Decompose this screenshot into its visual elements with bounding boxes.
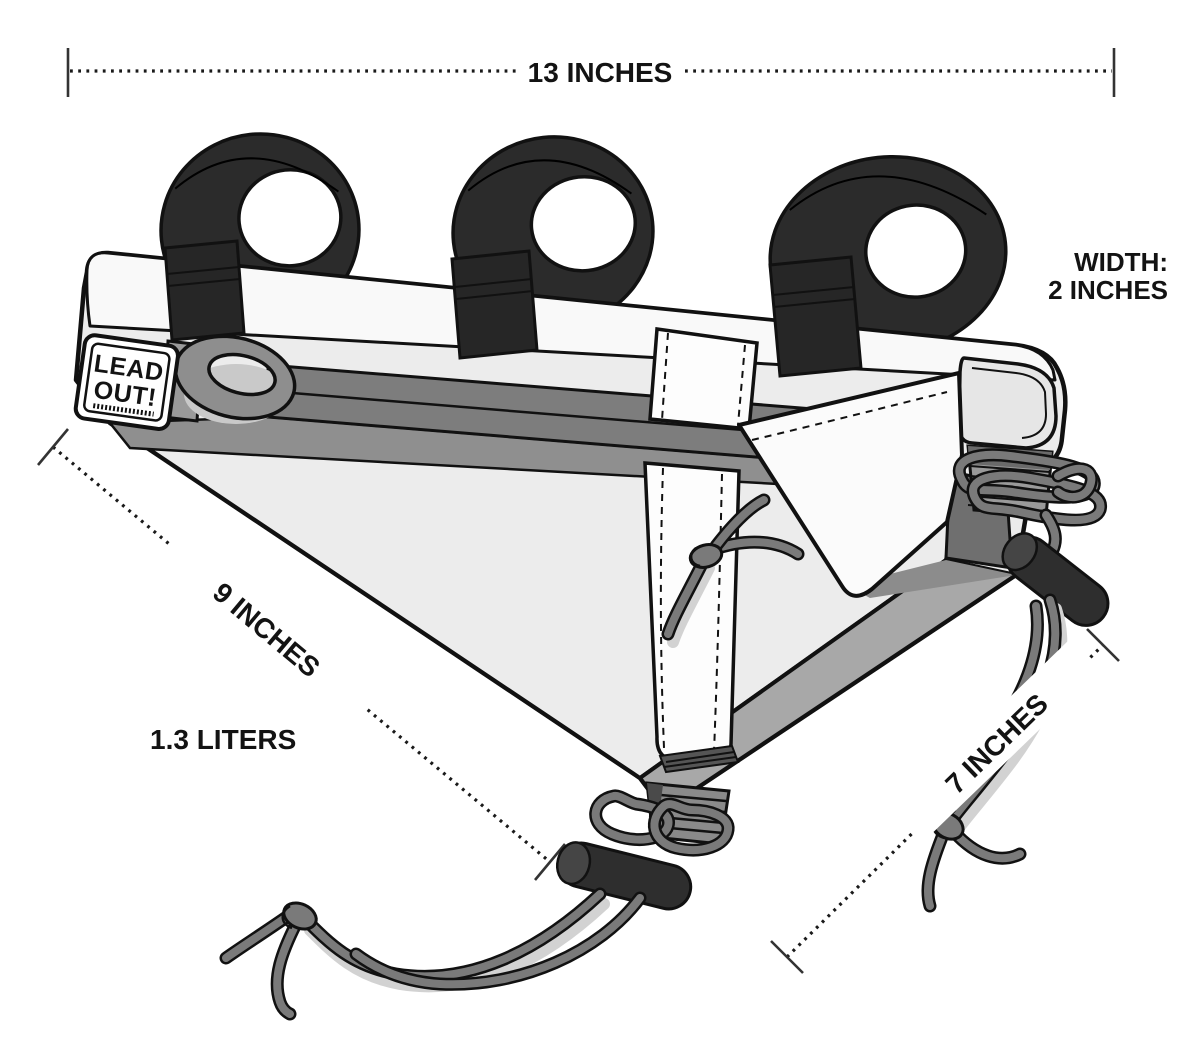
center-cord-knot xyxy=(661,493,805,648)
dimension-label-width: WIDTH: 2 INCHES xyxy=(1048,247,1168,305)
bag-underside xyxy=(638,470,1018,812)
label-volume: 1.3 LITERS xyxy=(150,724,296,755)
rear-flap xyxy=(737,371,964,598)
volume-label: 1.3 LITERS xyxy=(150,724,296,755)
frame-bag-illustration: LEAD OUT! xyxy=(73,132,1110,1021)
label-width-line2: 2 INCHES xyxy=(1048,275,1168,305)
dimension-label-7-inches: 7 INCHES xyxy=(891,640,1099,844)
dimension-line-9-inches xyxy=(37,428,566,881)
cord-lock-toggle-right xyxy=(1001,532,1110,627)
cord-lock-toggle-bottom xyxy=(555,841,693,911)
seat-tube-strap-upper xyxy=(648,327,759,431)
bottom-drawstring xyxy=(219,744,740,1021)
label-9-inches: 9 INCHES xyxy=(207,577,326,684)
dimension-label-13-inches: 13 INCHES xyxy=(518,50,682,92)
zipper-pull xyxy=(173,334,297,424)
label-13-inches: 13 INCHES xyxy=(528,57,673,88)
label-width-line1: WIDTH: xyxy=(1074,247,1168,277)
dimension-line-13-inches xyxy=(66,48,1116,97)
bag-end-cap xyxy=(957,356,1058,450)
velcro-strap-tabs xyxy=(163,239,863,378)
brand-patch: LEAD OUT! xyxy=(73,333,180,431)
